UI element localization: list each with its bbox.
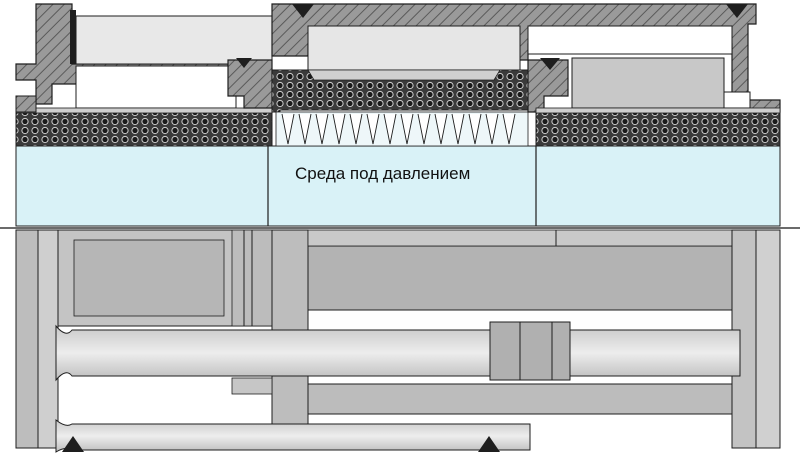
lower-left-collar — [231, 377, 273, 395]
lip-seal — [315, 113, 329, 145]
lip-seal — [332, 113, 346, 145]
tie-rod-lower — [55, 418, 531, 453]
right-flange-cap — [755, 229, 781, 449]
central-body-exterior — [307, 245, 733, 311]
bottom-left-weld — [62, 436, 84, 452]
left-step-ring — [227, 59, 273, 109]
left-outer-cap — [15, 95, 37, 113]
central-flange-exterior — [271, 229, 309, 427]
right-braided-packing — [535, 111, 781, 147]
lip-seal — [468, 113, 482, 145]
right-gland-stop — [723, 91, 751, 109]
lower-rod-band — [307, 383, 733, 415]
lip-seal — [366, 113, 380, 145]
section-view: Среда под давлением — [15, 3, 781, 227]
pressure-medium-label: Среда под давлением — [295, 164, 470, 183]
lip-seal — [417, 113, 431, 145]
left-braided-packing — [15, 111, 273, 147]
left-gland-exterior-body — [15, 229, 39, 449]
lip-seal — [298, 113, 312, 145]
lip-seal — [349, 113, 363, 145]
lip-seal — [502, 113, 516, 145]
pressurized-fluid-region — [15, 145, 781, 227]
lip-seal — [434, 113, 448, 145]
left-gland-inner-body — [75, 65, 237, 109]
lip-seal — [485, 113, 499, 145]
right-step-ring-weld — [540, 58, 560, 70]
tie-rod-upper — [55, 324, 741, 382]
lip-seal-set — [281, 113, 516, 145]
right-gland-inner-body — [571, 57, 725, 109]
left-gland-exterior-hub — [73, 239, 225, 317]
lip-seal — [451, 113, 465, 145]
left-gland-exterior-flange — [37, 229, 59, 449]
central-body-top-band — [307, 229, 733, 247]
top-left-weld — [292, 4, 314, 18]
exterior-view — [15, 229, 781, 453]
tie-rod-nut — [489, 321, 571, 381]
right-packing-lining — [535, 107, 781, 114]
left-gland-sleeve — [75, 15, 273, 65]
lip-seal — [383, 113, 397, 145]
left-step-ring-weld — [236, 58, 252, 68]
bottom-center-weld — [478, 436, 500, 452]
top-right-weld — [726, 4, 748, 18]
central-inner-sleeve — [307, 25, 521, 73]
right-step-ring — [527, 59, 569, 113]
left-gland-seal-ring — [70, 10, 76, 64]
central-packing-liner — [307, 69, 501, 81]
left-packing-lining — [15, 107, 273, 114]
lip-seal — [400, 113, 414, 145]
right-upper-sleeve — [527, 25, 733, 55]
lip-seal — [281, 113, 295, 145]
